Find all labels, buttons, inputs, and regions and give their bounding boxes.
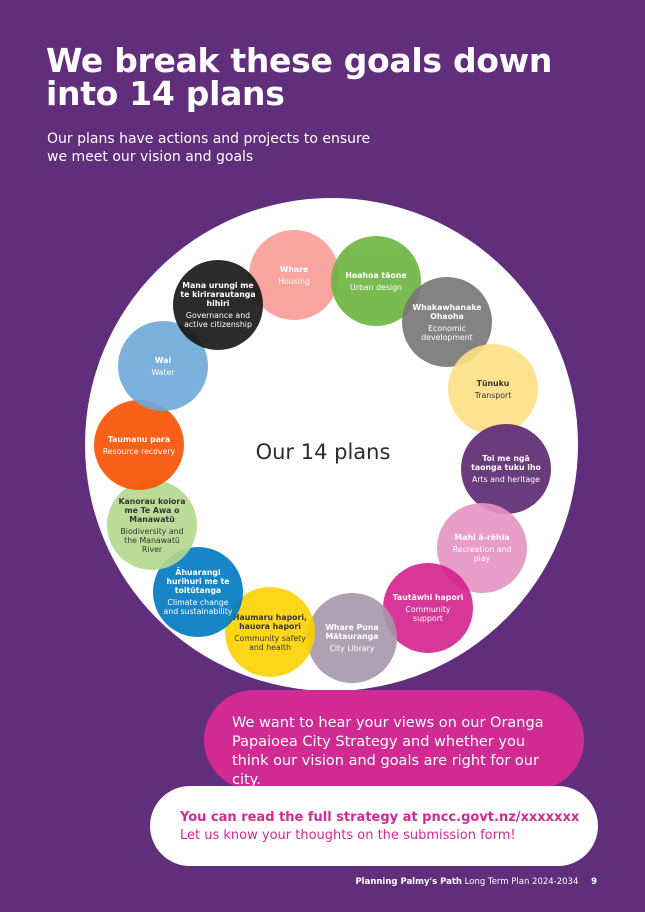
plan-maori-name: Whare (279, 264, 309, 274)
plan-housing: Whare Housing (249, 230, 339, 320)
plan-maori-name: Tūnuku (476, 378, 510, 388)
plan-maori-name: Taumanu para (107, 434, 171, 444)
submission-prompt: Let us know your thoughts on the submiss… (180, 828, 516, 843)
plan-maori-name: Mana urungi me te kirirarautanga hihiri (180, 281, 256, 308)
plan-english-name: Economic development (421, 323, 473, 342)
plan-maori-name: Tautāwhi hapori (392, 593, 464, 602)
plan-transport: Tūnuku Transport (448, 344, 538, 434)
center-label: Our 14 plans (255, 440, 391, 464)
plan-english-name: Biodiversity and the Manawatū River (120, 526, 184, 554)
plan-english-name: City Library (329, 644, 375, 653)
plan-english-name: Resource recovery (102, 446, 176, 456)
plan-maori-name: Whakawhanake Ohaoha (412, 302, 482, 321)
plan-english-name: Community safety and health (234, 633, 306, 652)
plan-community-support: Tautāwhi hapori Community support (383, 563, 473, 653)
page-footer: Planning Palmy's Path Long Term Plan 202… (355, 877, 597, 887)
feedback-callout: We want to hear your views on our Oranga… (204, 690, 584, 790)
plan-maori-name: Haumaru hapori, hauora hapori (232, 612, 308, 631)
feedback-callout-text: We want to hear your views on our Oranga… (232, 715, 544, 788)
plan-maori-name: Wai (154, 355, 172, 365)
plan-city-library: Whare Puna Mātauranga City Library (307, 593, 397, 683)
plan-resource-recovery: Taumanu para Resource recovery (94, 400, 184, 490)
plan-maori-name: Toi me ngā taonga tuku iho (471, 454, 541, 472)
plan-biodiversity-river: Kanorau koiora me Te Awa o Manawatū Biod… (107, 480, 197, 570)
strategy-cta: You can read the full strategy at pncc.g… (150, 786, 598, 866)
plan-maori-name: Hoahoa tāone (345, 270, 407, 280)
plan-english-name: Community support (405, 605, 451, 623)
strategy-link[interactable]: You can read the full strategy at pncc.g… (180, 810, 580, 825)
plan-governance: Mana urungi me te kirirarautanga hihiri … (173, 260, 263, 350)
page-number: 9 (591, 877, 597, 887)
plan-maori-name: Whare Puna Mātauranga (325, 623, 379, 641)
plan-english-name: Arts and heritage (472, 475, 540, 484)
plan-english-name: Recreation and play (452, 545, 512, 563)
plan-english-name: Housing (278, 276, 310, 286)
plan-english-name: Water (151, 367, 175, 377)
plan-english-name: Climate change and sustainability (163, 598, 233, 616)
plan-maori-name: Āhuarangi hurihuri me te toitūtanga (166, 568, 230, 595)
plan-english-name: Urban design (350, 282, 402, 292)
footer-publication-name: Planning Palmy's Path (355, 877, 462, 887)
plan-arts-heritage: Toi me ngā taonga tuku iho Arts and heri… (461, 424, 551, 514)
page-subtitle: Our plans have actions and projects to e… (47, 131, 371, 165)
page-title: We break these goals down into 14 plans (46, 41, 553, 113)
plan-english-name: Transport (474, 390, 512, 400)
plan-maori-name: Kanorau koiora me Te Awa o Manawatū (118, 496, 186, 524)
plan-english-name: Governance and active citizenship (184, 311, 252, 329)
footer-publication-subtitle: Long Term Plan 2024-2034 (464, 877, 579, 887)
plan-maori-name: Mahi ā-rēhia (454, 533, 510, 542)
